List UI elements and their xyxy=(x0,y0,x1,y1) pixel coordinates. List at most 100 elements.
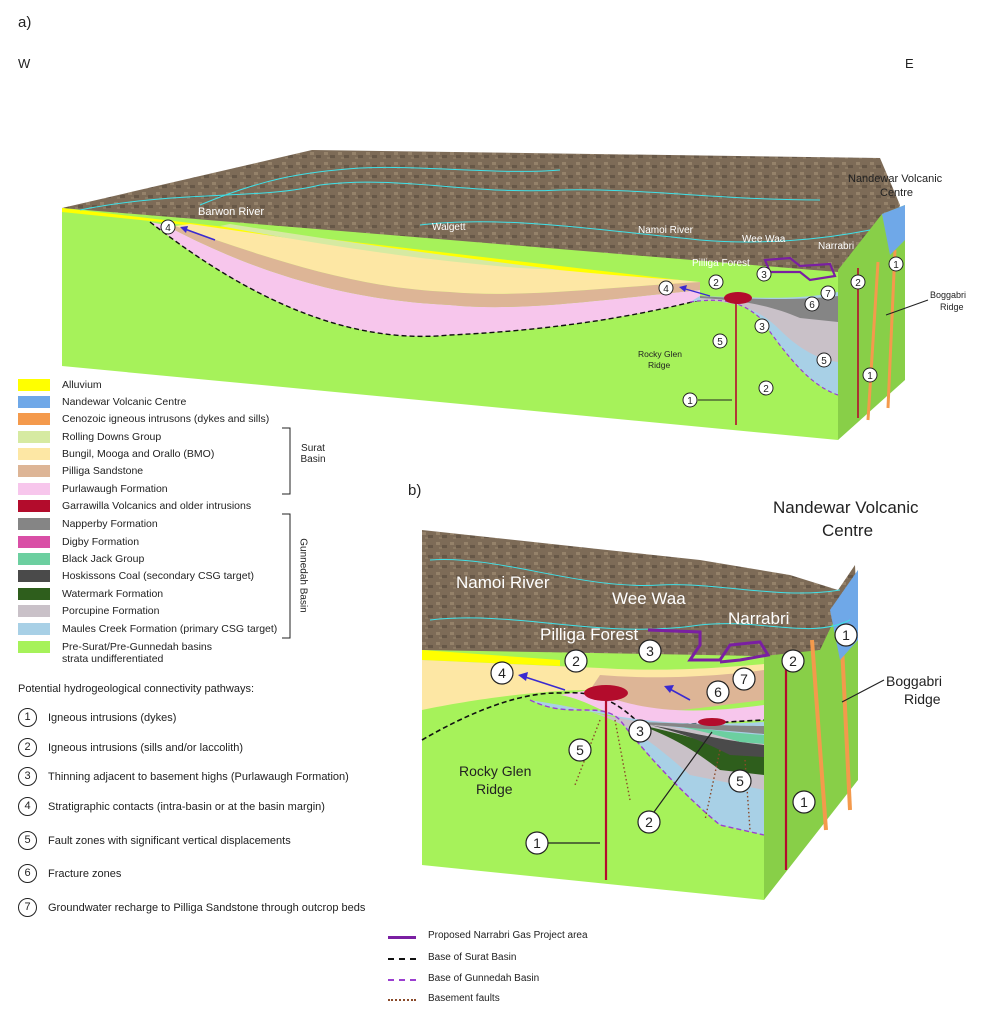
line-key-swatch xyxy=(388,936,416,939)
pilliga-a xyxy=(165,225,700,308)
map-label-namoi-b: Namoi River xyxy=(456,573,550,592)
svg-text:1: 1 xyxy=(533,835,541,851)
terrain-surface-b xyxy=(422,530,858,668)
river-a-3 xyxy=(419,221,871,243)
map-label-namoi-a: Namoi River xyxy=(638,225,694,236)
gunnedah-hoskissons-b xyxy=(650,725,764,757)
map-label-pilliga-a: Pilliga Forest xyxy=(692,258,750,269)
dyke-b-3 xyxy=(810,639,828,831)
legend-label: Pre-Surat/Pre-Gunnedah basins xyxy=(62,641,212,653)
boggabri-b-line2: Ridge xyxy=(904,691,941,707)
callouts-b: 4 2 3 3 6 7 2 1 5 5 2 1 1 xyxy=(490,623,858,855)
nandewar-a xyxy=(882,205,905,255)
callouts-a: 4 4 2 3 3 6 7 2 1 5 5 2 1 1 xyxy=(160,219,904,408)
svg-text:3: 3 xyxy=(759,322,765,333)
line-key-label: Base of Gunnedah Basin xyxy=(428,973,540,984)
pathways-heading: Potential hydrogeological connectivity p… xyxy=(18,683,255,695)
project-area-b xyxy=(647,628,771,664)
flow-arrow-a-1-head xyxy=(180,226,188,233)
dyke-a-3 xyxy=(866,261,880,421)
pathway-number: 6 xyxy=(18,864,37,883)
compass-west: W xyxy=(18,56,31,71)
legend-label: Rolling Downs Group xyxy=(62,431,162,443)
gunnedah-blackjack-b xyxy=(660,723,764,744)
legend-swatch xyxy=(18,413,50,425)
svg-text:2: 2 xyxy=(713,278,719,289)
map-label-weewaa-b: Wee Waa xyxy=(612,589,686,608)
svg-text:6: 6 xyxy=(809,300,815,311)
boggabri-b-line1: Boggabri xyxy=(886,673,942,689)
legend-swatch xyxy=(18,448,50,460)
panel-a-block: Barwon River Walgett Namoi River Wee Waa… xyxy=(62,150,966,440)
legend-label: Napperby Formation xyxy=(62,518,158,530)
pathway-label: Stratigraphic contacts (intra-basin or a… xyxy=(48,801,325,813)
svg-text:4: 4 xyxy=(663,284,669,295)
panel-b-label: b) xyxy=(408,482,422,499)
garrawilla-b xyxy=(584,685,628,701)
svg-text:2: 2 xyxy=(855,278,861,289)
purlawaugh-a xyxy=(150,222,700,337)
legend-label: Cenozoic igneous intrusons (dykes and si… xyxy=(62,413,270,425)
legend-label: Maules Creek Formation (primary CSG targ… xyxy=(62,623,278,635)
river-b-1 xyxy=(429,559,841,594)
rolling-downs-a xyxy=(220,224,560,270)
base-surat-a xyxy=(149,221,701,338)
boggabri-a-line1: Boggabri xyxy=(930,290,966,300)
svg-text:7: 7 xyxy=(825,289,831,300)
garrawilla-a xyxy=(724,292,752,304)
rocky-glen-b-line2: Ridge xyxy=(476,781,513,797)
pathway-number: 7 xyxy=(18,898,37,917)
line-key-swatch xyxy=(388,999,416,1001)
flow-arrow-a-1 xyxy=(181,227,216,241)
flow-arrow-a-2 xyxy=(681,287,711,297)
legend-swatch xyxy=(18,623,50,635)
svg-text:2: 2 xyxy=(572,653,580,669)
side-face-b xyxy=(764,570,858,900)
pathway-number: 1 xyxy=(18,708,37,727)
gunnedah-basin-bracket: Gunnedah Basin xyxy=(297,538,309,613)
legend-swatch xyxy=(18,553,50,565)
map-label-weewaa-a: Wee Waa xyxy=(742,234,786,245)
line-key-label: Proposed Narrabri Gas Project area xyxy=(428,930,588,941)
svg-text:1: 1 xyxy=(687,396,693,407)
pathway-label: Fault zones with significant vertical di… xyxy=(48,835,291,847)
svg-text:3: 3 xyxy=(646,643,654,659)
map-label-narrabri-a: Narrabri xyxy=(818,241,854,252)
legend-swatch xyxy=(18,500,50,512)
nandewar-b-line2: Centre xyxy=(822,521,873,540)
boggabri-a-leader xyxy=(885,299,929,316)
dyke-a-4 xyxy=(886,249,897,409)
flow-arrow-a-2-head xyxy=(679,285,687,292)
svg-text:3: 3 xyxy=(761,270,767,281)
line-key-swatch xyxy=(388,958,416,960)
project-area-a xyxy=(763,256,837,282)
legend-swatch xyxy=(18,431,50,443)
flow-arrow-b-2 xyxy=(667,687,691,701)
svg-text:5: 5 xyxy=(576,742,584,758)
legend-label: Purlawaugh Formation xyxy=(62,483,168,495)
compass-east: E xyxy=(905,56,914,71)
rocky-glen-b-line1: Rocky Glen xyxy=(459,763,531,779)
legend-label: Alluvium xyxy=(62,379,102,391)
panel-b-block: Namoi River Wee Waa Narrabri Pilliga For… xyxy=(421,498,942,900)
svg-text:7: 7 xyxy=(740,671,748,687)
legend-brackets xyxy=(282,427,291,639)
gunnedah-porcupine-b xyxy=(560,705,764,790)
pathway-label: Groundwater recharge to Pilliga Sandston… xyxy=(48,902,366,914)
flow-arrow-b-2-head xyxy=(664,685,674,693)
gunnedah-napperby-b xyxy=(640,722,764,734)
base-gunnedah-a xyxy=(689,299,839,396)
legend-label: Nandewar Volcanic Centre xyxy=(62,396,187,408)
legend-label: Pilliga Sandstone xyxy=(62,465,144,477)
svg-text:2: 2 xyxy=(645,814,653,830)
line-key-label: Base of Surat Basin xyxy=(428,952,517,963)
nandewar-a-line2: Centre xyxy=(880,187,913,199)
svg-text:2: 2 xyxy=(763,384,769,395)
legend-label: Hoskissons Coal (secondary CSG target) xyxy=(62,570,254,582)
map-label-pilliga-b: Pilliga Forest xyxy=(540,625,639,644)
legend-swatch xyxy=(18,641,50,653)
legend-swatch xyxy=(18,605,50,617)
legend-swatch xyxy=(18,396,50,408)
flow-arrow-b-1-head xyxy=(518,672,528,681)
